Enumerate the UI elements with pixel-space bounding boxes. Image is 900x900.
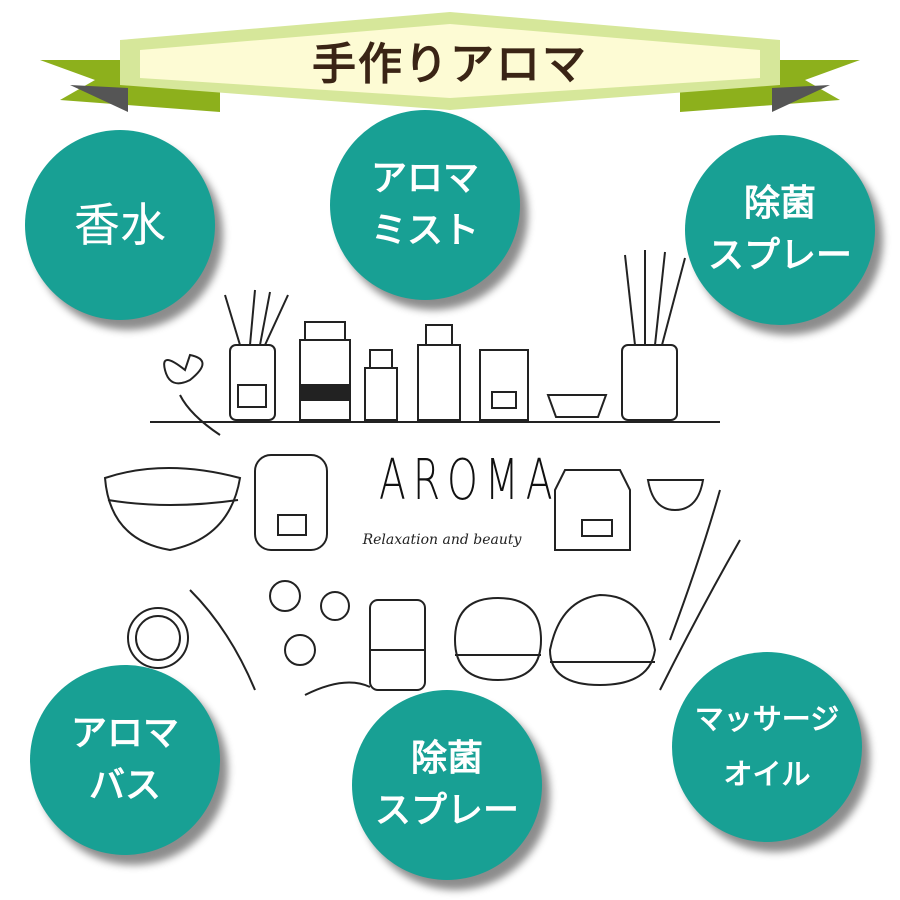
circle-label: 香水 [74,197,166,252]
circle-label: 除菌 [743,182,816,224]
circle-disinfectant-spray-top: 除菌 スプレー [685,135,875,325]
circle-disinfectant-spray-bottom: 除菌 スプレー [352,690,542,880]
aroma-line-drawings [103,250,741,696]
circle-label: オイル [723,757,811,791]
circle-massage-oil: マッサージ オイル [672,652,862,842]
aroma-heading: AROMA [379,448,560,513]
circle-perfume: 香水 [25,130,215,320]
circle-label: アロマ [370,157,479,199]
circle-label: マッサージ [694,701,840,736]
circle-label: スプレー [707,235,852,276]
page-title: 手作りアロマ [312,39,588,90]
title-ribbon [40,12,860,112]
circle-label: バス [88,765,161,806]
circle-aroma-mist: アロマ ミスト [330,110,520,300]
circle-label: スプレー [374,790,519,831]
circle-label: 除菌 [410,737,483,779]
circle-aroma-bath: アロマ バス [30,665,220,855]
circle-label: アロマ [70,712,179,754]
aroma-tagline: Relaxation and beauty [362,532,522,548]
circle-label: ミスト [370,210,479,251]
